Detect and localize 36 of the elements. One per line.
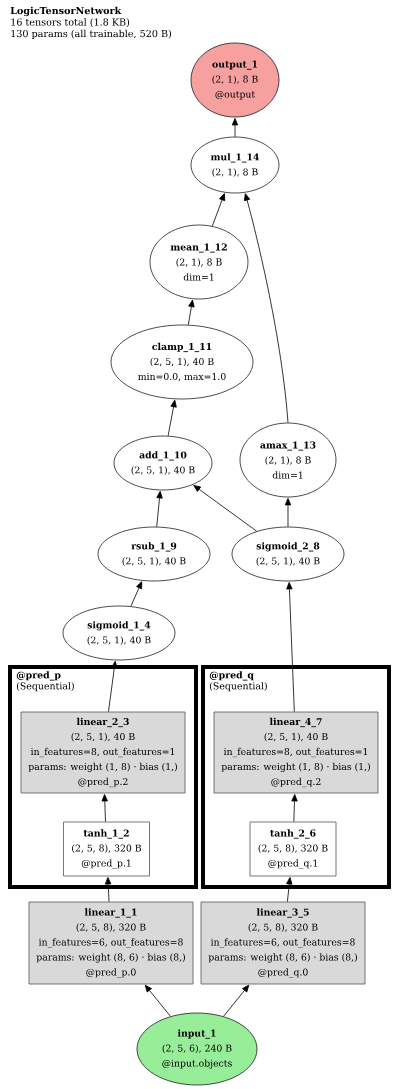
arrow xyxy=(223,984,250,1017)
arrow xyxy=(108,660,118,712)
layer-box: linear_2_3 (2, 5, 1), 40 B in_features=8, out_features=1 params: weight (1, 8) · bias (1,) @pred_p.2 xyxy=(20,711,186,794)
arrow xyxy=(144,984,171,1017)
output-node: output_1 (2, 1), 8 B @output xyxy=(190,42,280,118)
layer-box: linear_4_7 (2, 5, 1), 40 B in_features=8, out_features=1 params: weight (1, 8) · bias (1,) @pred_q.2 xyxy=(213,711,379,794)
arrow xyxy=(286,877,293,902)
operation-node: clamp_1_11 (2, 5, 1), 40 B min=0.0, max=1.0 xyxy=(110,324,254,400)
arrow xyxy=(101,794,108,822)
summary-text: 16 tensors total (1.8 KB) xyxy=(11,18,130,27)
layer-box: linear_3_5 (2, 5, 8), 320 B in_features=6, out_features=8 params: weight (8, 6) · bias (8,) @pred_q.0 xyxy=(200,901,366,985)
arrow xyxy=(284,498,292,528)
operation-node: amax_1_13 (2, 1), 8 B dim=1 xyxy=(239,422,337,498)
arrow xyxy=(105,877,112,902)
arrow xyxy=(291,794,298,822)
arrow xyxy=(244,193,289,424)
arrow xyxy=(156,490,163,528)
operation-node: sigmoid_1_4 (2, 5, 1), 40 B xyxy=(62,605,176,661)
arrow xyxy=(193,485,258,532)
input-node: input_1 (2, 5, 6), 240 B @input.objects xyxy=(136,1012,258,1086)
operation-node: rsub_1_9 (2, 5, 1), 40 B xyxy=(97,526,211,582)
arrow xyxy=(167,399,177,437)
arrow xyxy=(286,582,295,712)
operation-node: sigmoid_2_8 (2, 5, 1), 40 B xyxy=(231,526,345,582)
arrow xyxy=(211,193,226,227)
arrow xyxy=(187,299,195,326)
layer-box: tanh_2_6 (2, 5, 8), 320 B @pred_q.1 xyxy=(249,821,337,877)
operation-node: mean_1_12 (2, 1), 8 B dim=1 xyxy=(149,224,249,300)
operation-node: mul_1_14 (2, 1), 8 B xyxy=(190,136,280,194)
title: LogicTensorNetwork xyxy=(10,6,122,17)
arrow xyxy=(130,581,143,607)
summary-text: 130 params (all trainable, 520 B) xyxy=(11,29,172,39)
layer-box: tanh_1_2 (2, 5, 8), 320 B @pred_p.1 xyxy=(63,821,150,877)
operation-node: add_1_10 (2, 5, 1), 40 B xyxy=(113,435,213,491)
layer-box: linear_1_1 (2, 5, 8), 320 B in_features=6, out_features=8 params: weight (8, 6) · bias (8,) @pred_p.0 xyxy=(28,901,194,985)
arrow xyxy=(231,118,239,138)
